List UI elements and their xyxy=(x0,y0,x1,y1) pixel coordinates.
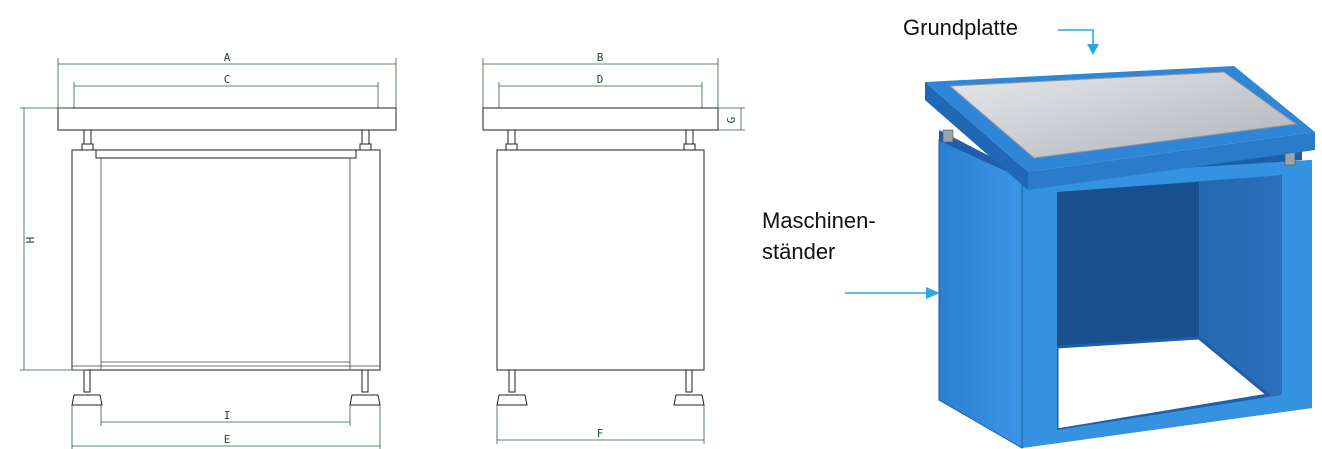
base-plate-arrow xyxy=(1058,29,1099,55)
base-plate-surface xyxy=(950,72,1296,158)
side-base-plate xyxy=(482,107,719,131)
front-view: A C H I xyxy=(20,51,397,449)
dim-label-a: A xyxy=(224,51,231,64)
dim-label-i: I xyxy=(224,409,231,422)
front-stand xyxy=(71,149,381,371)
side-view: B D G F xyxy=(482,51,745,444)
stand-label-line2: ständer xyxy=(762,239,835,264)
dim-label-b: B xyxy=(597,51,604,64)
side-stand xyxy=(496,149,705,371)
dim-label-e: E xyxy=(224,433,231,446)
dim-label-g: G xyxy=(725,117,738,124)
base-plate-label: Grundplatte xyxy=(903,15,1018,40)
stand-left-side xyxy=(939,140,1022,448)
dim-label-h: H xyxy=(24,237,37,244)
stand-arrow xyxy=(845,287,940,299)
stand-label-line1: Maschinen- xyxy=(762,208,876,233)
dim-label-f: F xyxy=(597,427,604,440)
product-illustration: Grundplatte Maschinen- ständer xyxy=(762,15,1315,449)
dim-label-c: C xyxy=(224,73,231,86)
dim-label-d: D xyxy=(597,73,604,86)
front-base-plate xyxy=(57,107,397,131)
